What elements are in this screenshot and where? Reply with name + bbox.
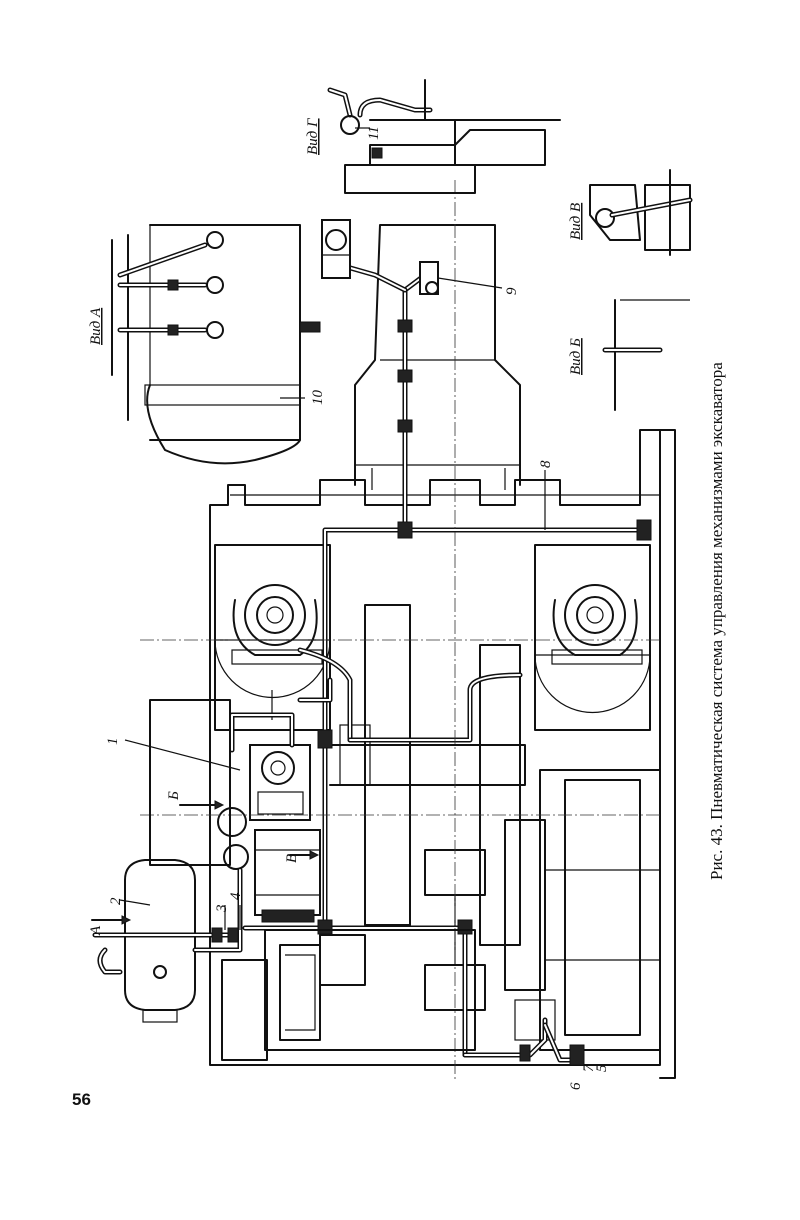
arrow-label-a: А xyxy=(88,925,104,936)
air-receiver xyxy=(124,859,196,1023)
label-3: 3 xyxy=(214,905,230,914)
label-7: 7 xyxy=(581,1063,597,1072)
arrow-label-b: Б xyxy=(166,791,182,801)
upper-valve-block xyxy=(321,219,351,279)
label-11: 11 xyxy=(366,126,382,140)
label-10: 10 xyxy=(310,390,326,406)
view-b-title: Вид Б xyxy=(568,338,584,375)
platform-frame xyxy=(209,429,676,1079)
label-5: 5 xyxy=(594,1064,610,1072)
fittings xyxy=(211,319,652,1066)
distributor-9 xyxy=(419,261,503,295)
view-g-title: Вид Г xyxy=(305,117,321,155)
label-4: 4 xyxy=(228,892,244,900)
arrow-label-v: В xyxy=(284,854,300,863)
compressor xyxy=(229,712,311,821)
label-2: 2 xyxy=(108,897,124,905)
electric-motor xyxy=(217,807,321,923)
label-8: 8 xyxy=(538,460,554,468)
view-titles: Вид А Вид Б Вид В Вид Г xyxy=(88,117,584,375)
figure-caption: Рис. 43. Пневматическая система управлен… xyxy=(707,362,726,880)
part-labels: 1 2 3 4 5 6 7 8 9 10 11 А Б В xyxy=(88,126,610,1090)
view-v-title: Вид В xyxy=(568,203,584,240)
transmission-block xyxy=(329,604,661,1051)
label-1: 1 xyxy=(105,738,121,746)
view-a-title: Вид А xyxy=(88,307,104,345)
control-cabinet xyxy=(149,699,231,866)
counterweight-block xyxy=(221,929,476,1061)
label-6: 6 xyxy=(568,1082,584,1090)
boom-foot-housing xyxy=(354,224,521,490)
page-number: 56 xyxy=(72,1090,91,1109)
view-v-detail xyxy=(589,169,693,256)
leader-lines xyxy=(91,127,546,930)
view-g-detail xyxy=(327,79,561,194)
right-drum-assembly xyxy=(534,544,651,731)
view-b-detail xyxy=(602,299,690,411)
label-9: 9 xyxy=(504,287,520,295)
view-a-tank xyxy=(111,224,321,465)
